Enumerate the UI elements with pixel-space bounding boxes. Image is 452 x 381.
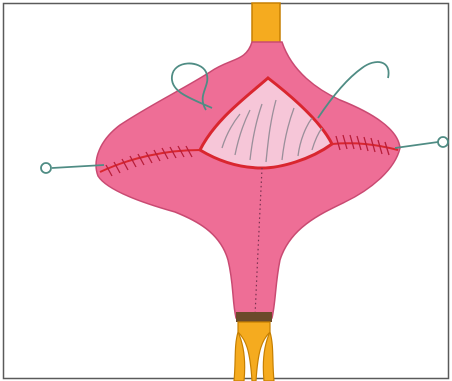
upper-tube (252, 3, 280, 45)
lower-bifurcated-tube (234, 312, 274, 381)
tissue-body (96, 42, 400, 318)
